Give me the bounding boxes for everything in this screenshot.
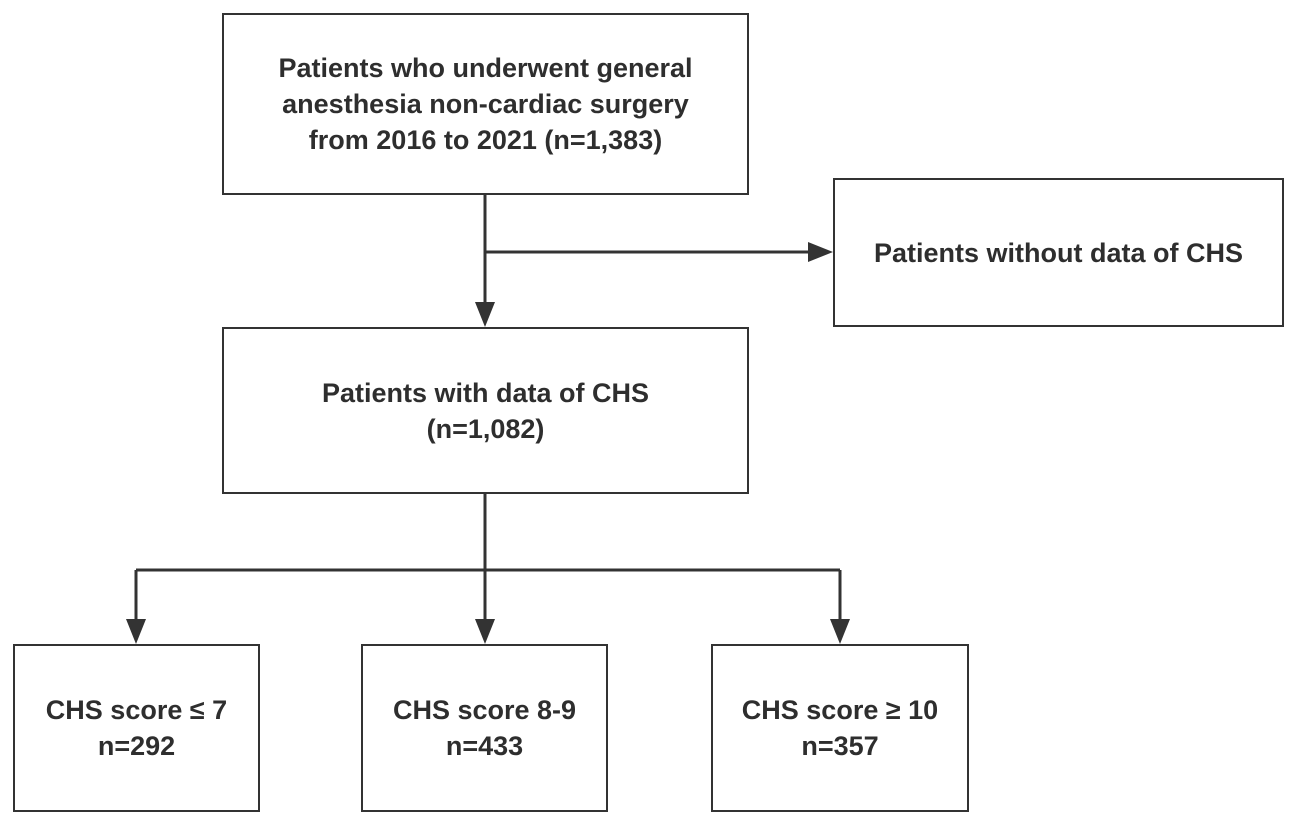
arrowhead-group-low — [126, 619, 146, 644]
box-included: Patients with data of CHS (n=1,082) — [222, 327, 749, 494]
box-initial-line-3: from 2016 to 2021 (n=1,383) — [308, 125, 663, 155]
box-initial-cohort: Patients who underwent general anesthesi… — [222, 13, 749, 195]
box-included-line-2: (n=1,082) — [426, 413, 545, 444]
box-group-low-count: n=292 — [97, 731, 176, 761]
box-group-low-label: CHS score ≤ 7 — [45, 695, 228, 725]
box-initial-line-1: Patients who underwent general — [278, 53, 693, 83]
arrowhead-group-high — [830, 619, 850, 644]
box-included-line-1: Patients with data of CHS — [321, 377, 650, 408]
box-excluded-line-1: Patients without data of CHS — [873, 237, 1243, 268]
box-group-high-count: n=357 — [801, 731, 879, 761]
box-group-mid-label: CHS score 8-9 — [392, 695, 577, 725]
box-initial-line-2: anesthesia non-cardiac surgery — [282, 89, 689, 119]
box-group-high: CHS score ≥ 10 n=357 — [711, 644, 969, 812]
arrowhead-excluded — [808, 242, 833, 262]
box-excluded: Patients without data of CHS — [833, 178, 1284, 327]
box-group-low: CHS score ≤ 7 n=292 — [13, 644, 260, 812]
box-group-mid-count: n=433 — [445, 731, 524, 761]
arrowhead-included — [475, 302, 495, 327]
connector-included-to-groups — [134, 494, 842, 622]
box-group-high-label: CHS score ≥ 10 — [741, 695, 939, 725]
box-group-mid: CHS score 8-9 n=433 — [361, 644, 608, 812]
arrowhead-group-mid — [475, 619, 495, 644]
